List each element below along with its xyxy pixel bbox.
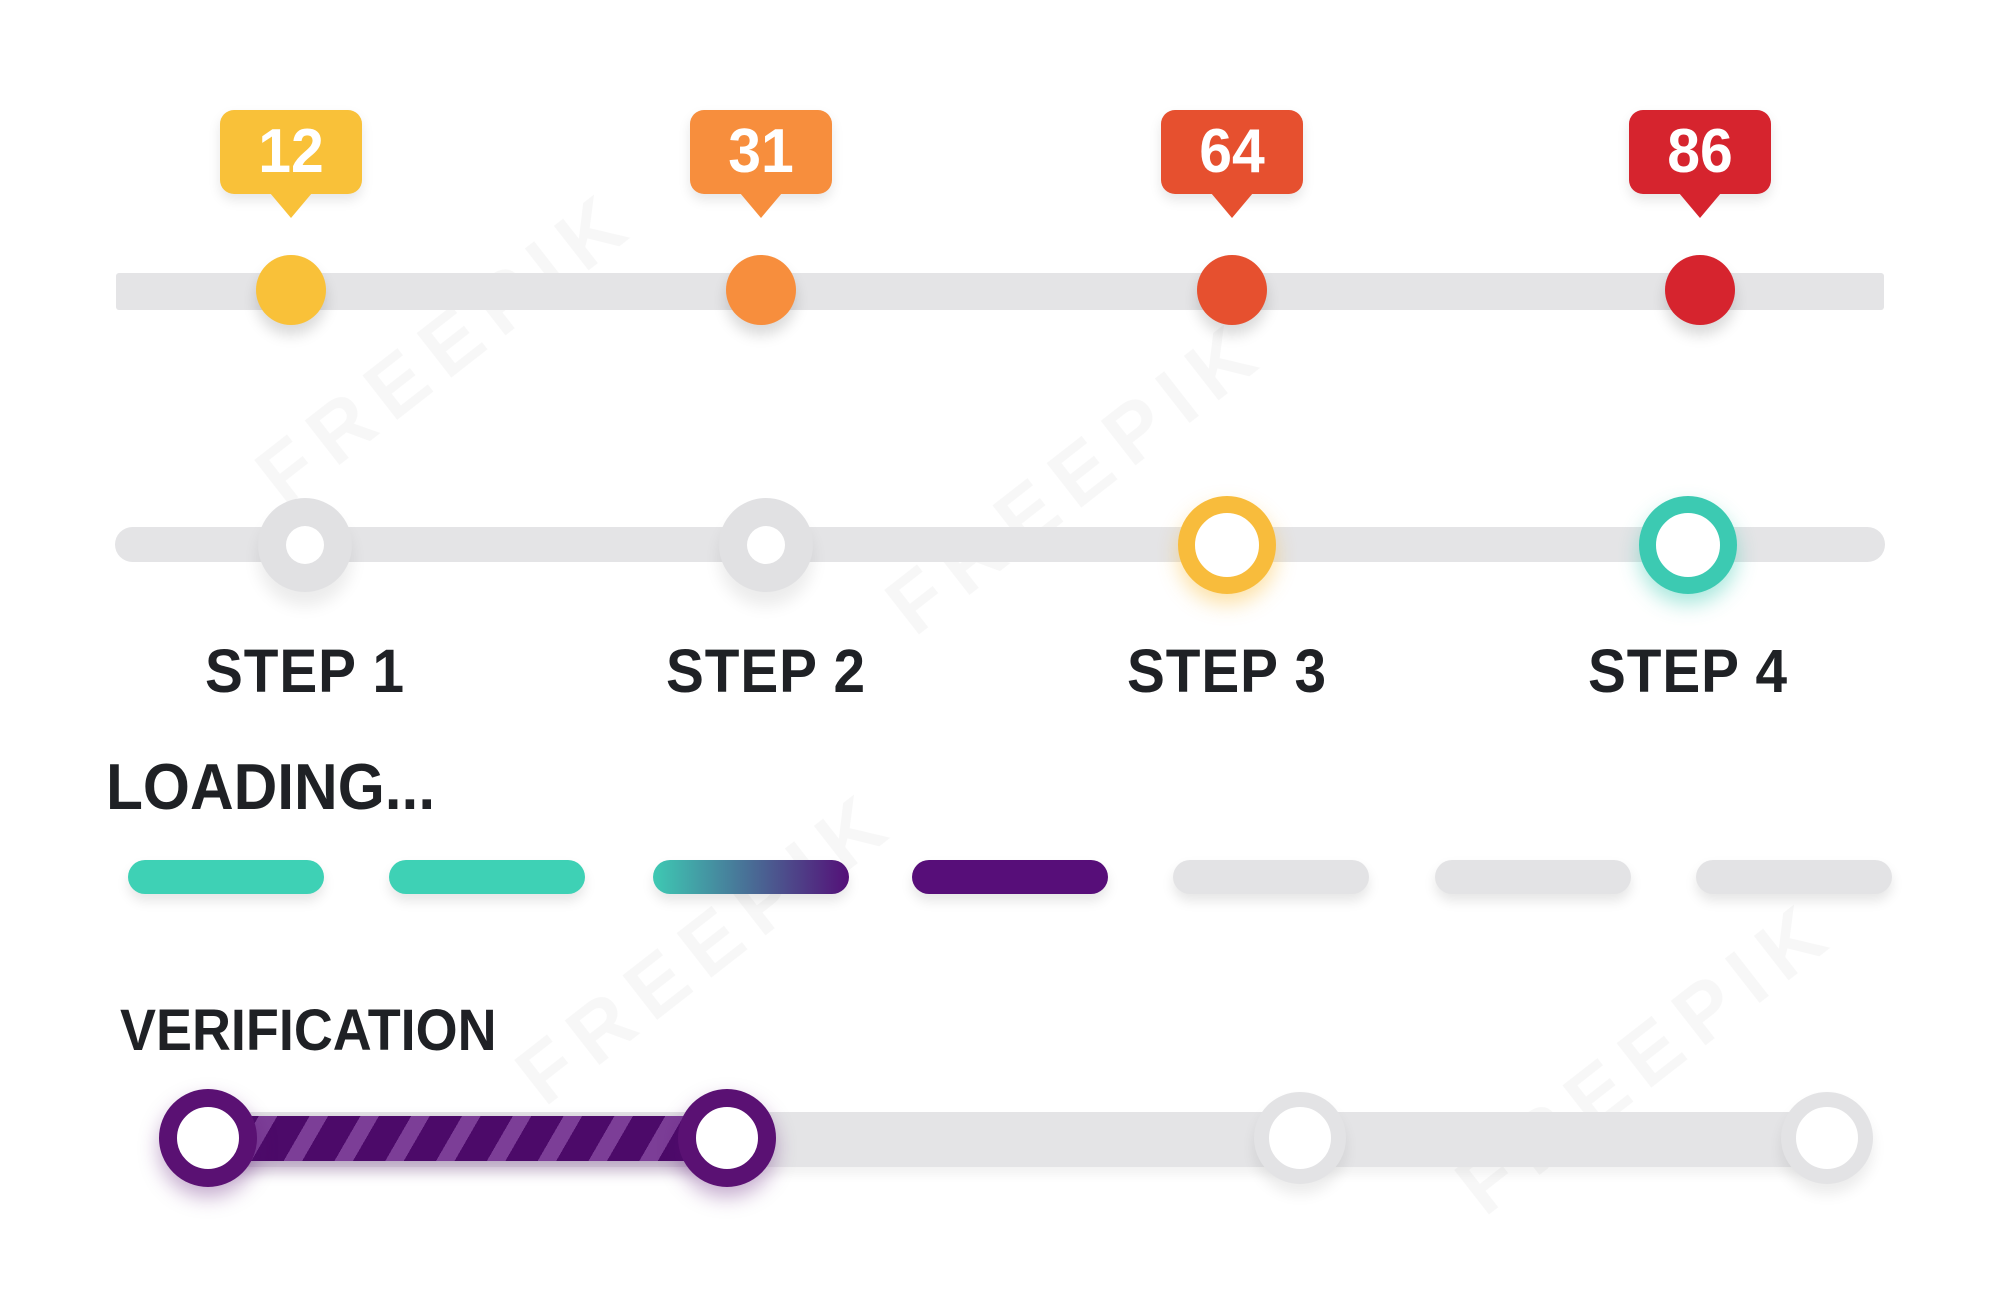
step-node-2[interactable] bbox=[719, 498, 813, 592]
loading-segment-5 bbox=[1173, 860, 1369, 894]
step-label-1: STEP 1 bbox=[204, 637, 406, 705]
loading-segment-1 bbox=[128, 860, 324, 894]
verification-progress-bar bbox=[208, 1116, 728, 1161]
value-tooltip-3: 64 bbox=[1161, 110, 1303, 218]
progress-dot-handle-1[interactable] bbox=[256, 255, 326, 325]
watermark: FREEPIK bbox=[239, 170, 654, 523]
tooltip-value: 31 bbox=[728, 117, 794, 186]
verification-node-1[interactable] bbox=[159, 1089, 257, 1187]
loading-title: LOADING... bbox=[106, 750, 436, 823]
value-tooltip-1: 12 bbox=[220, 110, 362, 218]
progress-dot-handle-4[interactable] bbox=[1665, 255, 1735, 325]
tooltip-arrow bbox=[270, 193, 312, 218]
verification-node-2[interactable] bbox=[678, 1089, 776, 1187]
steps-track bbox=[115, 527, 1885, 562]
watermark: FREEPIK bbox=[1439, 880, 1854, 1233]
tooltip-arrow bbox=[1679, 193, 1721, 218]
tooltip-progress-track bbox=[116, 273, 1884, 310]
verification-node-4[interactable] bbox=[1781, 1092, 1873, 1184]
watermark: FREEPIK bbox=[499, 770, 914, 1123]
step-label-4: STEP 4 bbox=[1587, 637, 1789, 705]
step-node-1[interactable] bbox=[258, 498, 352, 592]
value-tooltip-4: 86 bbox=[1629, 110, 1771, 218]
verification-title: VERIFICATION bbox=[120, 998, 497, 1063]
step-node-3[interactable] bbox=[1178, 496, 1276, 594]
step-label-2: STEP 2 bbox=[665, 637, 867, 705]
value-tooltip-2: 31 bbox=[690, 110, 832, 218]
loading-segment-7 bbox=[1696, 860, 1892, 894]
tooltip-arrow bbox=[740, 193, 782, 218]
tooltip-arrow bbox=[1211, 193, 1253, 218]
verification-node-3[interactable] bbox=[1254, 1092, 1346, 1184]
watermark: FREEPIK bbox=[869, 300, 1284, 653]
loading-segment-3 bbox=[653, 860, 849, 894]
loading-segment-4 bbox=[912, 860, 1108, 894]
tooltip-value: 12 bbox=[258, 117, 324, 186]
loading-segment-6 bbox=[1435, 860, 1631, 894]
donut-hole bbox=[747, 526, 785, 564]
step-label-3: STEP 3 bbox=[1126, 637, 1328, 705]
donut-hole bbox=[286, 526, 324, 564]
loading-segment-2 bbox=[389, 860, 585, 894]
tooltip-value: 86 bbox=[1667, 117, 1733, 186]
progress-dot-handle-3[interactable] bbox=[1197, 255, 1267, 325]
step-node-4[interactable] bbox=[1639, 496, 1737, 594]
progress-dot-handle-2[interactable] bbox=[726, 255, 796, 325]
tooltip-value: 64 bbox=[1199, 117, 1265, 186]
